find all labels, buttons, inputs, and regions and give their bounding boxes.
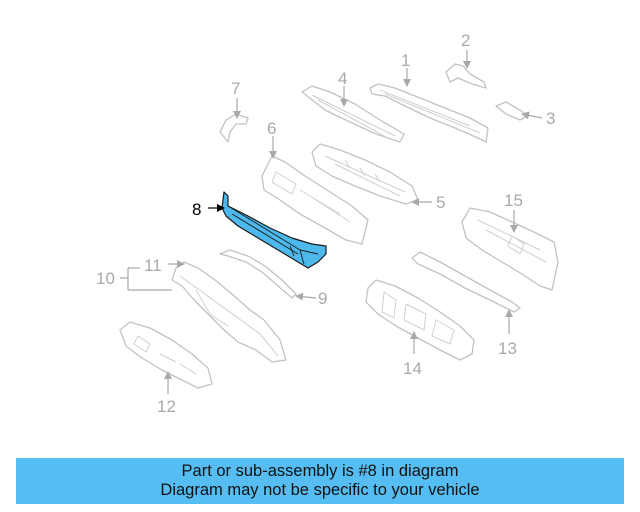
part-12-bracket: [119, 321, 213, 389]
parts-diagram: 1 2 3 4 5 6 7 8 9 10 11 12 13 14 15: [96, 31, 559, 416]
leader-10: [120, 268, 172, 291]
callout-3: 3: [546, 109, 555, 128]
callout-14: 14: [403, 359, 422, 378]
part-14-brace: [365, 279, 475, 361]
leader-3: [521, 111, 543, 120]
callout-1: 1: [401, 51, 410, 70]
leader-9: [295, 292, 317, 301]
callout-4: 4: [338, 69, 347, 88]
callout-8: 8: [192, 200, 201, 219]
callout-6: 6: [267, 119, 276, 138]
part-7-bracket: [219, 113, 249, 143]
part-13-rod: [411, 251, 521, 313]
part-2-bracket: [445, 63, 487, 89]
part-15-panel: [461, 207, 559, 291]
callout-12: 12: [157, 397, 176, 416]
callout-13: 13: [498, 339, 517, 358]
part-3-plate: [495, 101, 529, 121]
callout-15: 15: [504, 191, 523, 210]
part-6-dash-panel: [261, 155, 369, 245]
callout-5: 5: [436, 193, 445, 212]
part-9-strip: [219, 249, 297, 299]
callout-9: 9: [318, 289, 327, 308]
info-banner: Part or sub-assembly is #8 in diagram Di…: [16, 458, 624, 504]
part-8-highlighted: [221, 191, 327, 269]
callout-10: 10: [96, 269, 115, 288]
banner-line-2: Diagram may not be specific to your vehi…: [160, 481, 480, 499]
part-1-cowl-top-panel: [369, 83, 489, 143]
callout-11: 11: [144, 256, 162, 275]
part-10-11-rail: [171, 261, 287, 363]
callout-7: 7: [231, 79, 240, 98]
banner-line-1: Part or sub-assembly is #8 in diagram: [181, 462, 459, 480]
callout-2: 2: [461, 31, 470, 50]
part-4-cowl-panel: [301, 85, 405, 143]
